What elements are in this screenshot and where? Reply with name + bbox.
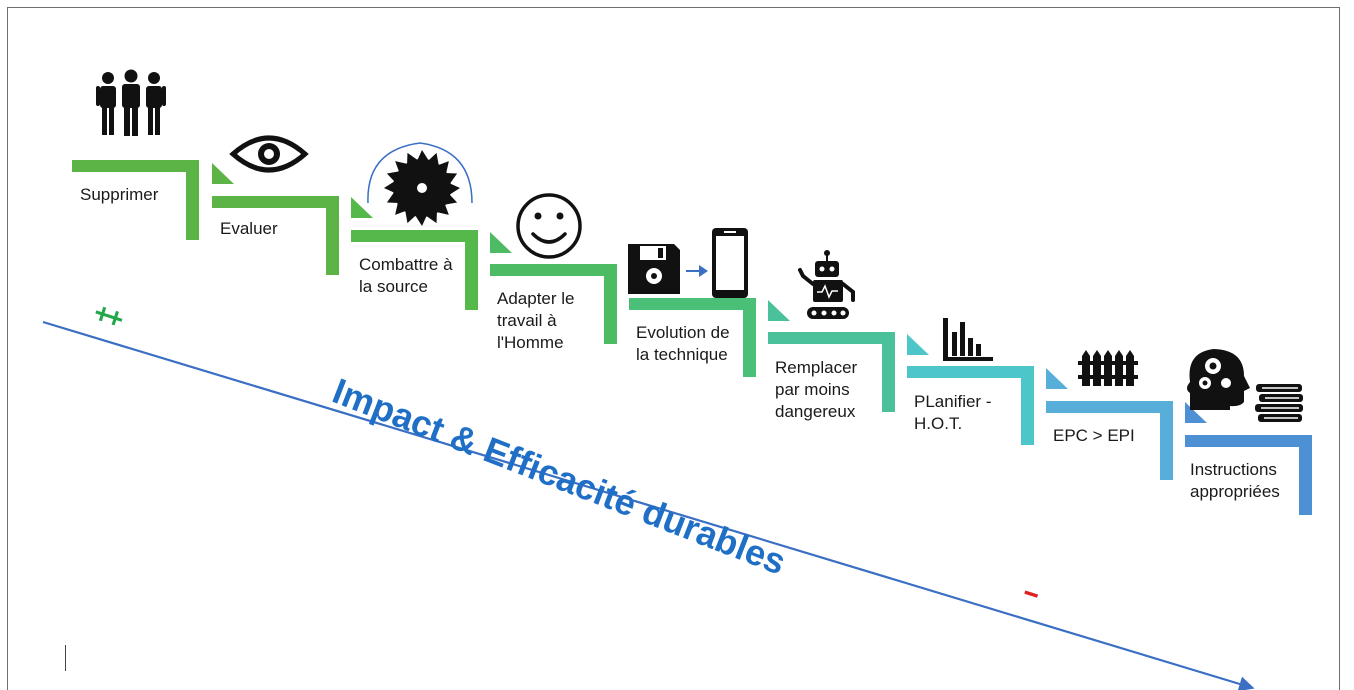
- head-gears-books-icon: [1187, 349, 1303, 422]
- robot-icon: [798, 250, 855, 319]
- impact-arrow: [42, 320, 1255, 690]
- floppy-to-phone-icon: [628, 228, 748, 298]
- step-1-shape: [72, 160, 199, 240]
- saw-blade-icon: [367, 142, 473, 226]
- smiley-icon: [516, 193, 582, 259]
- people-icon: [96, 69, 166, 136]
- step-6-label: Remplacer par moins dangereux: [775, 358, 858, 421]
- step-7-shape: [907, 334, 1034, 445]
- step-2-label: Evaluer: [220, 219, 278, 238]
- step-9-label: Instructions appropriées: [1190, 460, 1280, 501]
- step-7-label: PLanifier - H.O.T.: [914, 392, 992, 433]
- step-1-label: Supprimer: [80, 185, 159, 204]
- step-2-shape: [212, 163, 339, 275]
- step-3-label: Combattre à la source: [359, 255, 453, 296]
- text-cursor: [65, 645, 66, 671]
- bar-chart-icon: [943, 318, 993, 361]
- slide-frame: [7, 7, 1340, 690]
- step-3-shape: [351, 197, 478, 310]
- step-6-shape: [768, 300, 895, 412]
- step-8-shape: [1046, 368, 1173, 480]
- fence-icon: [1078, 350, 1138, 386]
- step-4-shape: [490, 232, 617, 344]
- eye-icon: [229, 135, 309, 173]
- step-5-label: Evolution de la technique: [636, 323, 730, 364]
- step-8-label: EPC > EPI: [1053, 426, 1135, 445]
- step-4-label: Adapter le travail à l'Homme: [497, 289, 575, 352]
